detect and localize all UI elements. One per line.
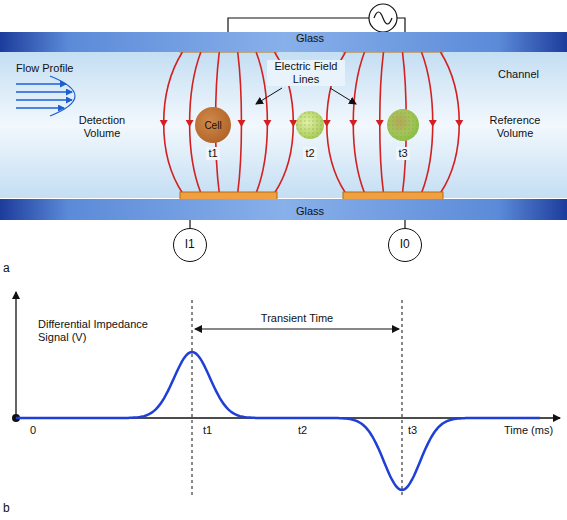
field-arrowhead: [263, 120, 271, 127]
graph-axes: [12, 292, 560, 497]
channel: [0, 52, 567, 198]
cell-t2: [296, 111, 324, 139]
label: 0: [30, 424, 36, 437]
glass-band: Glass: [0, 32, 567, 52]
label: Detection Volume: [66, 114, 138, 140]
label: t3: [408, 424, 417, 437]
field-arrowhead: [429, 120, 437, 127]
label: Electric Field Lines: [267, 60, 345, 86]
field-arrowhead: [186, 120, 194, 127]
field-arrowhead: [160, 120, 168, 127]
label: Channel: [498, 68, 539, 81]
field-arrowhead: [349, 120, 357, 127]
label: b: [3, 502, 10, 515]
sine-symbol: [374, 12, 392, 24]
leader-arrow: [256, 88, 282, 104]
current-meter: I0: [388, 228, 422, 262]
field-line: [441, 52, 460, 193]
node-label: Cell: [204, 119, 221, 132]
node-label: I0: [400, 238, 410, 251]
signal-curve: [16, 352, 540, 490]
node-label: Glass: [296, 32, 324, 45]
label: Flow Profile: [16, 62, 73, 75]
ac-source: [369, 4, 397, 32]
field-arrowhead: [455, 120, 463, 127]
label: t2: [303, 147, 316, 160]
label: t3: [396, 147, 409, 160]
cell-t3: [387, 109, 419, 141]
field-arrowhead: [376, 120, 384, 127]
node-label: Glass: [296, 205, 324, 218]
label: a: [3, 262, 10, 275]
field-arrowhead: [237, 120, 245, 127]
label: Reference Volume: [476, 114, 554, 140]
field-lines: [160, 44, 464, 200]
current-meter: I1: [173, 228, 207, 262]
leader-arrow: [330, 88, 356, 104]
field-line: [164, 52, 183, 193]
label: Time (ms): [504, 424, 553, 437]
flow-profile: [16, 76, 75, 116]
label: t2: [298, 424, 307, 437]
label: Transient Time: [261, 312, 333, 325]
label: Differential Impedance Signal (V): [38, 318, 148, 344]
cell-circle: Cell: [195, 107, 231, 143]
glass-band: Glass: [0, 199, 567, 220]
label: t1: [206, 147, 219, 160]
label: t1: [203, 424, 212, 437]
node-label: I1: [185, 238, 195, 251]
